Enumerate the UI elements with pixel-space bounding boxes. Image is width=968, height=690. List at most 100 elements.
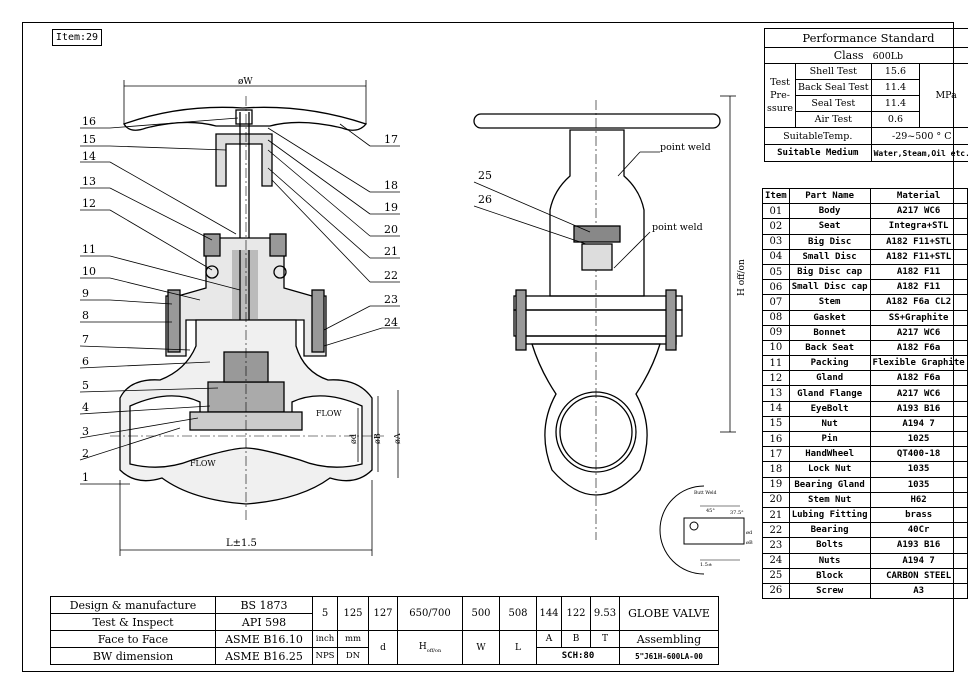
callout-11: 11: [82, 243, 96, 256]
item-label: Item:29: [52, 29, 102, 46]
parts-cell-material: A182 F6a: [869, 370, 968, 387]
parts-cell-name: Pin: [788, 430, 871, 448]
parts-cell-item: 03: [762, 233, 790, 250]
callout-26: 26: [478, 193, 492, 206]
dim-w: 500: [462, 596, 500, 631]
callout-25: 25: [478, 169, 492, 182]
callout-17: 17: [384, 133, 398, 146]
test-pressure-label: Test Pre- ssure: [763, 63, 797, 128]
parts-cell-material: SS+Graphite: [869, 309, 968, 326]
callout-14: 14: [82, 150, 96, 163]
parts-cell-item: 21: [762, 506, 790, 524]
dim-nps: 5: [312, 596, 338, 631]
label-h: Hoff/on: [397, 630, 463, 665]
unit-inch: inch: [312, 630, 338, 648]
parts-cell-material: Flexible Graphite: [869, 355, 968, 372]
detail-b: øB: [746, 540, 753, 546]
parts-cell-item: 16: [762, 430, 790, 448]
parts-cell-name: Lubing Fitting: [788, 506, 871, 524]
parts-cell-material: 1035: [869, 461, 968, 478]
callout-21: 21: [384, 245, 398, 258]
std-value-2: ASME B16.10: [215, 630, 313, 648]
label-a: A: [536, 630, 562, 648]
air-test-label: Air Test: [795, 111, 872, 128]
dim-w-label: øW: [238, 77, 253, 87]
parts-cell-material: A182 F11+STL: [869, 248, 968, 265]
detail-gap: 1.5±: [700, 562, 712, 568]
label-b: B: [561, 630, 591, 648]
dim-d: 127: [368, 596, 398, 631]
parts-cell-item: 08: [762, 309, 790, 326]
parts-cell-item: 13: [762, 385, 790, 402]
parts-cell-material: A194 7: [869, 552, 968, 569]
parts-cell-item: 09: [762, 324, 790, 341]
flow-label-top: FLOW: [316, 409, 342, 418]
std-value-1: API 598: [215, 613, 313, 631]
callout-23: 23: [384, 293, 398, 306]
parts-cell-material: A182 F11+STL: [869, 233, 968, 250]
shell-test-label: Shell Test: [795, 63, 872, 80]
parts-cell-material: A182 F6a: [869, 339, 968, 357]
front-section-view: [110, 80, 399, 556]
flow-label-bottom: FLOW: [190, 459, 216, 468]
parts-cell-item: 18: [762, 461, 790, 478]
label-dn: DN: [337, 647, 369, 665]
parts-cell-material: 1035: [869, 476, 968, 493]
callout-13: 13: [82, 175, 96, 188]
label-d: d: [368, 630, 398, 665]
parts-cell-item: 02: [762, 218, 790, 235]
temp-label: SuitableTemp.: [764, 127, 872, 145]
parts-cell-item: 05: [762, 263, 790, 281]
parts-cell-item: 01: [762, 203, 790, 220]
std-value-3: ASME B16.25: [215, 647, 313, 665]
parts-cell-item: 17: [762, 446, 790, 463]
pressure-unit: MPa: [919, 63, 968, 128]
std-label-1: Test & Inspect: [50, 613, 216, 631]
callout-labels: 16 15 14 13 12 11 10 9 8 7 6 5 4 3 2 1 1…: [82, 77, 753, 568]
performance-table: Performance Standard Class 600Lb Test Pr…: [763, 28, 968, 162]
parts-cell-name: Stem: [788, 294, 871, 311]
callout-22: 22: [384, 269, 398, 282]
callout-2: 2: [82, 447, 89, 460]
label-l: L: [499, 630, 537, 665]
air-test-value: 0.6: [870, 111, 921, 128]
title-name: GLOBE VALVE: [619, 596, 719, 631]
parts-cell-material: H62: [869, 491, 968, 508]
callout-leaders: [79, 117, 400, 485]
parts-cell-name: Gland Flange: [788, 385, 871, 402]
parts-cell-material: A193 B16: [869, 400, 968, 417]
medium-value: Water,Steam,Oil etc.: [870, 144, 968, 162]
parts-cell-name: Big Disc: [788, 233, 871, 250]
callout-19: 19: [384, 201, 398, 214]
detail-angle-2: 37.5°: [730, 510, 744, 516]
parts-cell-material: A217 WC6: [869, 385, 968, 402]
label-nps: NPS: [312, 647, 338, 665]
parts-cell-name: Gland: [788, 370, 871, 387]
parts-cell-material: A182 F11: [869, 263, 968, 281]
parts-cell-material: 40Cr: [869, 522, 968, 539]
callout-12: 12: [82, 197, 96, 210]
unit-mm: mm: [337, 630, 369, 648]
parts-cell-name: Screw: [788, 582, 871, 600]
point-weld-label-1: point weld: [660, 142, 711, 153]
callout-6: 6: [82, 355, 89, 368]
parts-cell-material: A193 B16: [869, 537, 968, 554]
dim-d-label: ød: [349, 434, 358, 444]
parts-cell-name: Seat: [788, 218, 871, 235]
